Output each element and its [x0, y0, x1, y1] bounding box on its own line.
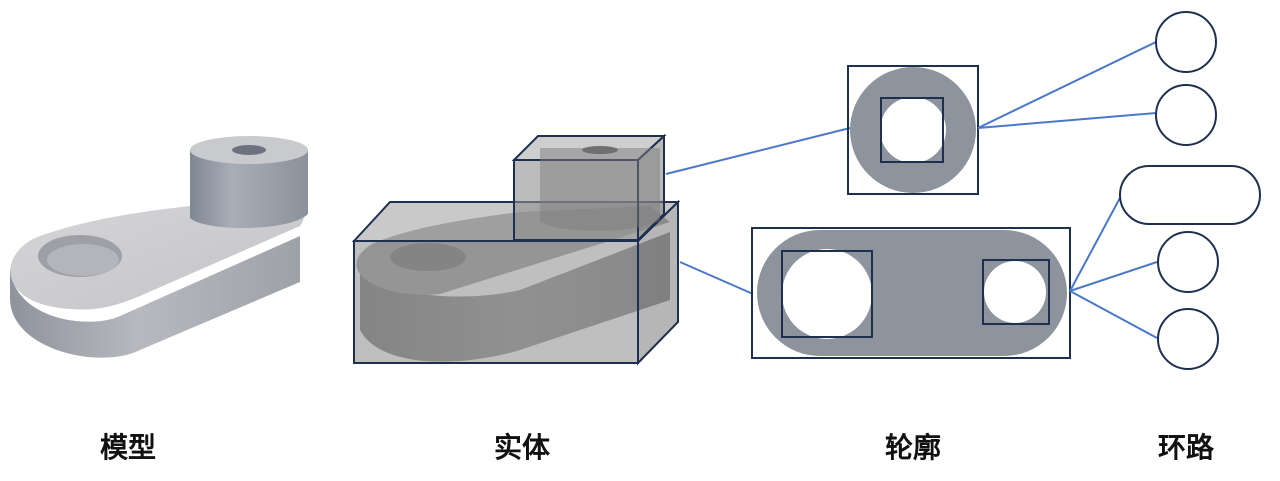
- profile-slot-hole-small: [984, 261, 1046, 323]
- loop-circle-3: [1157, 231, 1219, 293]
- model-boss-cylinder: [190, 150, 308, 229]
- caption-loop: 环路: [1157, 431, 1214, 464]
- profile-circle-hole: [880, 97, 946, 163]
- profile-circle-frame: [847, 65, 979, 195]
- connector-solid-to-circle-profile: [665, 127, 851, 175]
- caption-solid: 实体: [493, 431, 550, 464]
- connectors-profile-to-loops: [977, 41, 1158, 339]
- loop-circle-1: [1155, 11, 1217, 73]
- model-base-side: [10, 236, 300, 358]
- model-3d-part: [10, 136, 308, 358]
- solid-decomposition: [351, 133, 681, 366]
- profile-slot-frame: [751, 227, 1071, 359]
- loop-circle-2: [1155, 84, 1217, 146]
- loop-slot: [1119, 165, 1261, 225]
- loop-shapes: [1119, 11, 1261, 370]
- profile-slot-hole-large: [782, 249, 872, 339]
- connector-solid-to-slot-profile: [679, 261, 754, 295]
- loop-circle-4: [1157, 308, 1219, 370]
- model-boss-hole: [232, 145, 266, 155]
- caption-model: 模型: [99, 431, 156, 464]
- caption-profile: 轮廓: [884, 431, 941, 464]
